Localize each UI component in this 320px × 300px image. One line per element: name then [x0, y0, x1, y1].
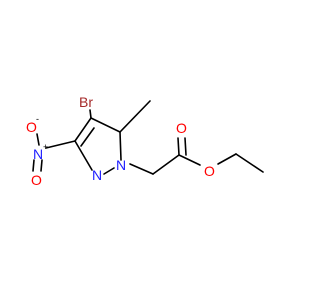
atom-ester-oxygen: O: [204, 163, 215, 179]
molecule-structure: Br N + O - O N N O O: [26, 94, 264, 188]
bond-c4-br: [89, 109, 92, 119]
bond-c4-c3: [74, 117, 92, 142]
bond-nitro-n-o-bottom-b: [40, 159, 43, 172]
bond-n2-n1: [103, 167, 115, 175]
charge-nitro-oxygen-top: -: [36, 114, 39, 124]
bond-carbonyl-c-ester-o: [178, 154, 201, 166]
bond-ester-o-ch2: [217, 153, 237, 165]
atom-ring-nitrogen-1: N: [116, 157, 126, 173]
bond-c4-c5: [90, 117, 121, 133]
bond-c5-methyl: [119, 100, 151, 133]
atom-nitro-oxygen-top: O: [26, 119, 37, 135]
bond-carbonyl-double-a: [177, 137, 180, 156]
atom-carbonyl-oxygen: O: [176, 120, 187, 136]
bond-ch2-carbonyl-c: [152, 154, 180, 175]
bond-c5-n1: [119, 131, 122, 161]
bond-carbonyl-double-b: [184, 137, 187, 156]
bond-c3-c4-double-inner: [80, 127, 95, 147]
atom-nitro-oxygen-bottom: O: [31, 172, 42, 188]
bond-c3-n2: [74, 140, 93, 171]
atom-ring-nitrogen-2: N: [92, 167, 102, 183]
bond-c3-nitro-n: [45, 140, 76, 149]
bond-nitro-n-o-top: [36, 133, 40, 146]
atom-nitro-nitrogen: N: [33, 146, 43, 162]
atom-bromine: Br: [79, 94, 93, 110]
bond-n1-ch2: [129, 163, 154, 175]
bond-nitro-n-o-bottom-a: [32, 159, 35, 172]
bond-ethyl-ch2-ch3: [235, 153, 264, 173]
charge-nitro-nitrogen: +: [43, 142, 48, 152]
